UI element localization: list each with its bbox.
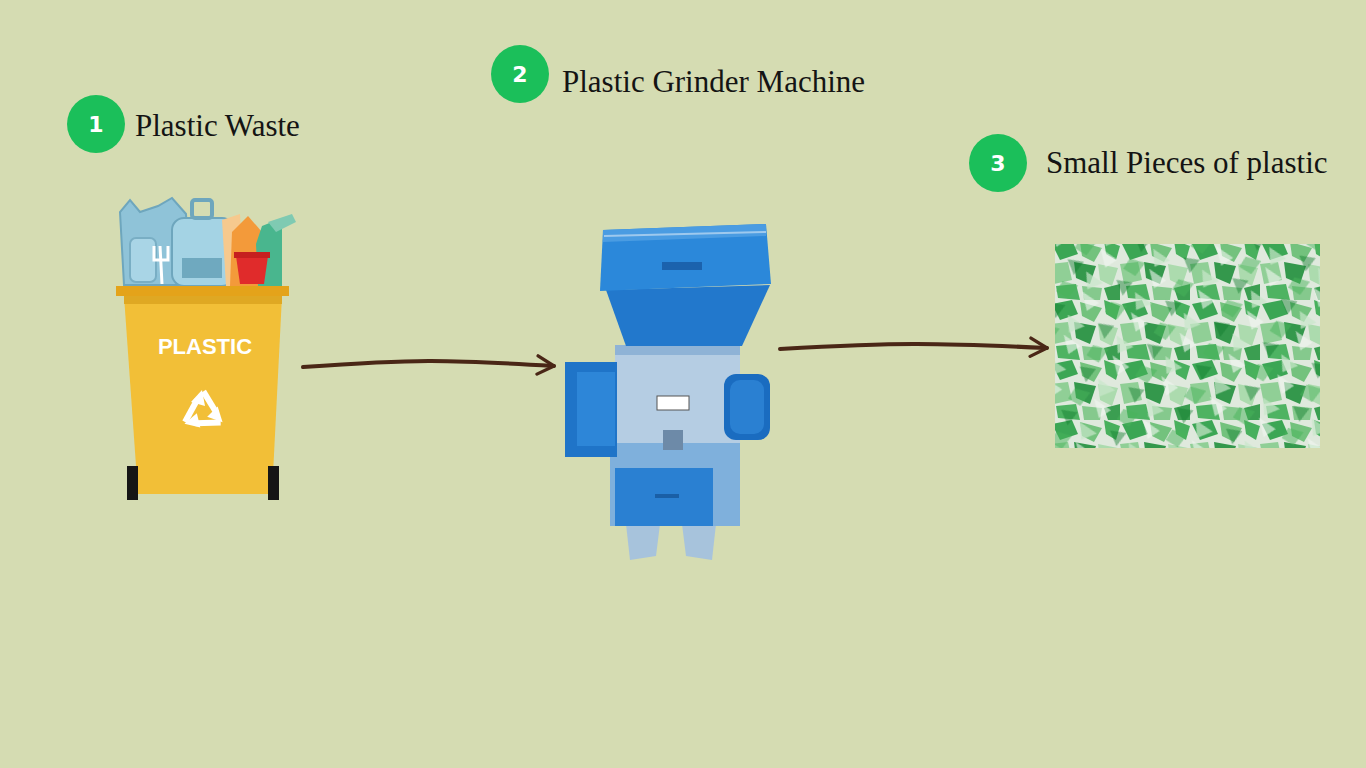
step-title: Small Pieces of plastic: [1046, 143, 1328, 183]
step-title: Plastic Waste: [135, 106, 300, 146]
step-box: 2Plastic Grinder Machine: [562, 222, 772, 562]
step-title: Plastic Grinder Machine: [562, 62, 865, 102]
plastic-flakes-photo: [1055, 244, 1320, 448]
bin-label: PLASTIC: [115, 334, 295, 360]
step-number: 1: [67, 95, 125, 153]
step-number: 2: [491, 45, 549, 103]
step-number: 3: [969, 134, 1027, 192]
flow-arrow: [303, 361, 554, 367]
flow-arrow: [780, 344, 1047, 349]
step-box: 1Plastic WastePLASTIC: [115, 195, 295, 500]
plastic-waste-bin: [116, 198, 296, 500]
step-box: 3Small Pieces of plastic: [1055, 244, 1320, 448]
grinder-machine: [565, 224, 771, 560]
